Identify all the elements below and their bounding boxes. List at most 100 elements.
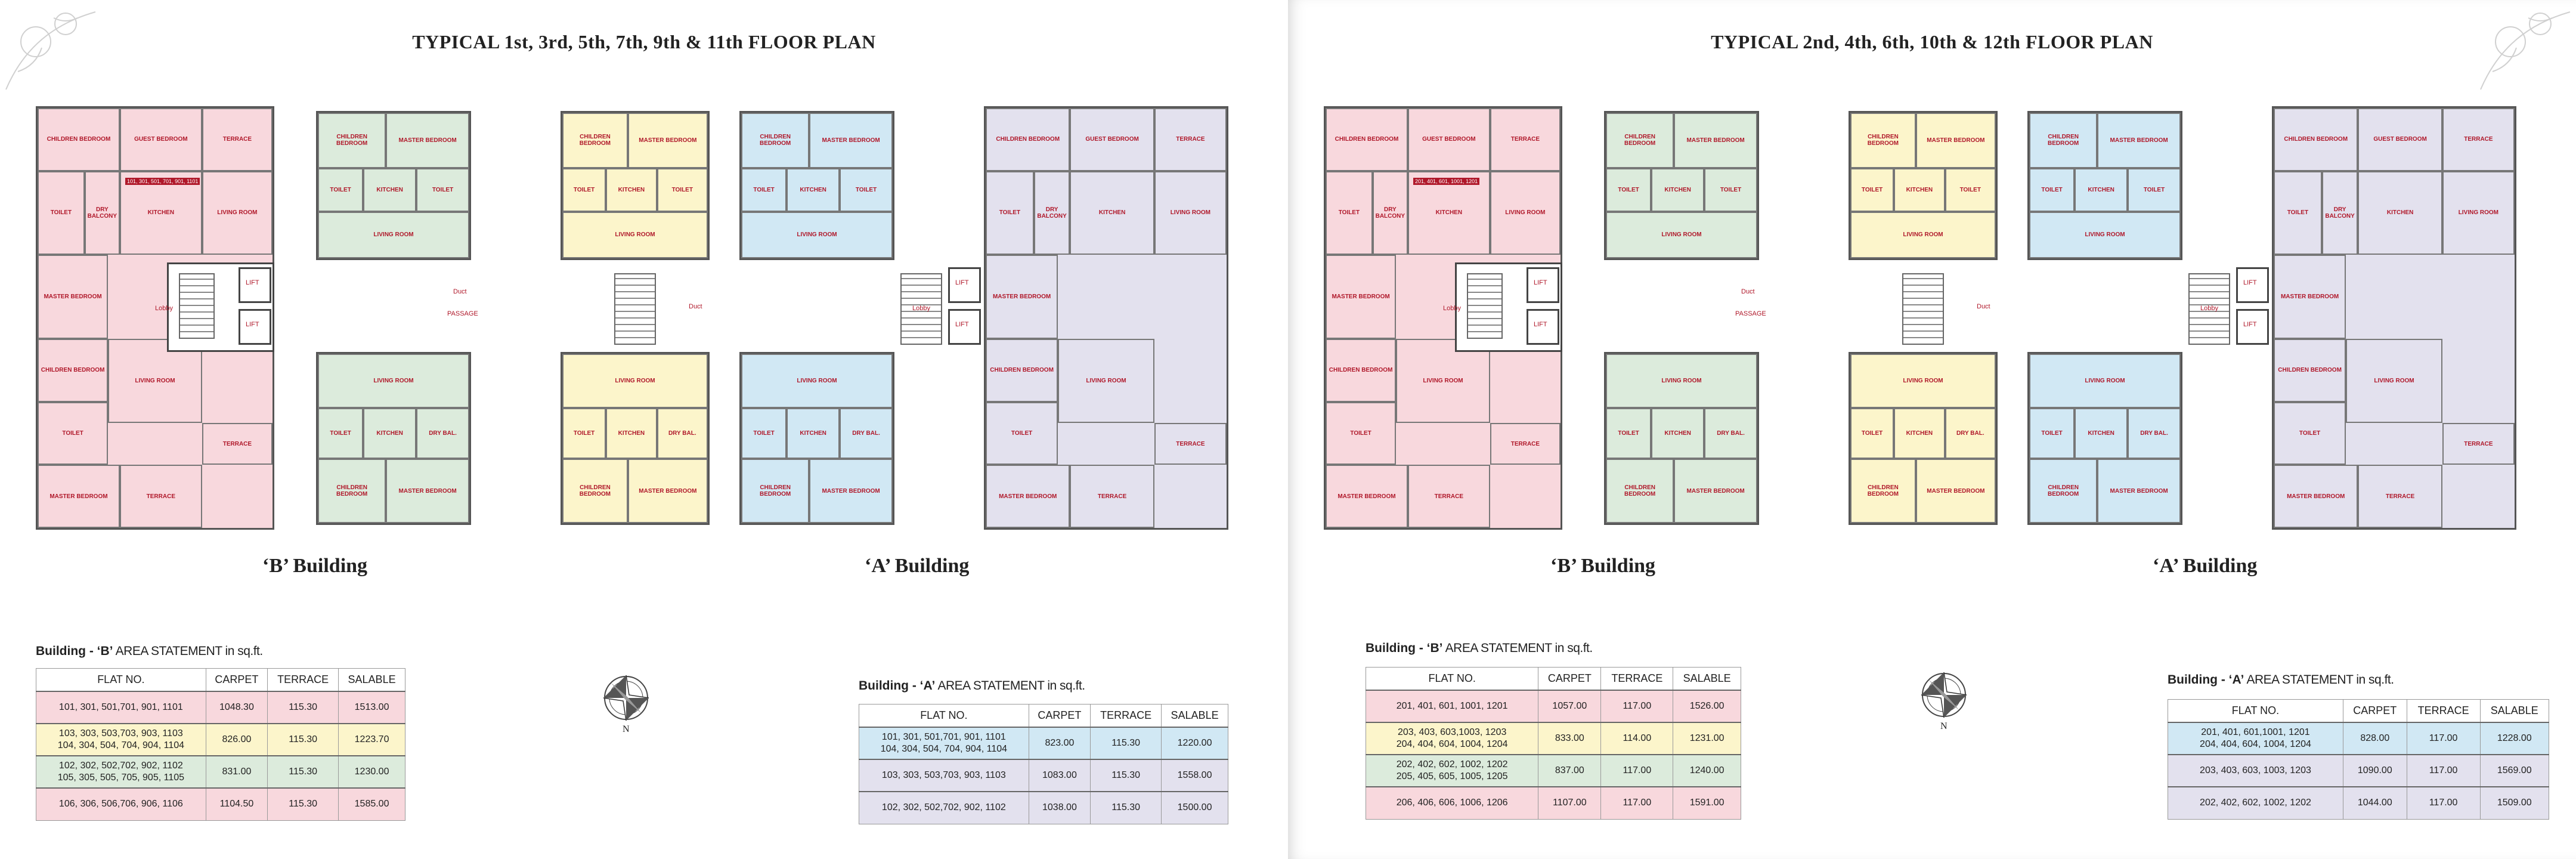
room-children: CHILDREN BEDROOM — [986, 108, 1070, 171]
room-kitchen: KITCHEN — [119, 171, 202, 255]
caption-building: Building - ‘B’ — [36, 644, 113, 658]
room-living: LIVING ROOM — [1154, 171, 1227, 255]
cell-terrace: 115.30 — [267, 723, 339, 756]
room-kitchen: KITCHEN — [787, 407, 840, 459]
room-living: LIVING ROOM — [1396, 339, 1490, 423]
cell-salable: 1585.00 — [338, 787, 405, 821]
cell-flats: 101, 301, 501,701, 901, 1101 104, 304, 5… — [859, 727, 1029, 760]
cell-terrace: 117.00 — [1600, 754, 1674, 787]
lift-label: LIFT — [246, 279, 259, 286]
lift-label: LIFT — [2243, 279, 2257, 286]
room-toilet: TOILET — [1850, 168, 1894, 212]
room-toilet: TOILET — [318, 407, 364, 459]
room-living: LIVING ROOM — [562, 211, 708, 258]
room-toilet: TOILET — [1945, 168, 1996, 212]
building-b-area-table-caption: Building - ‘B’ AREA STATEMENT in sq.ft. — [1366, 641, 1593, 656]
cell-flats: 202, 402, 602, 1002, 1202 — [2168, 786, 2343, 820]
duct-label: Duct — [1977, 303, 1990, 310]
cell-flats: 201, 401, 601,1001, 1201 204, 404, 604, … — [2168, 722, 2343, 755]
room-master: MASTER BEDROOM — [1674, 113, 1757, 168]
room-terrace: TERRACE — [202, 423, 273, 465]
lift-shaft — [239, 267, 271, 303]
cell-flats: 201, 401, 601, 1001, 1201 — [1365, 690, 1539, 723]
lobby-label: Lobby — [1443, 305, 1461, 312]
room-living: LIVING ROOM — [202, 171, 273, 255]
room-living: LIVING ROOM — [1850, 211, 1996, 258]
room-terrace: TERRACE — [2442, 423, 2515, 465]
cell-carpet: 1107.00 — [1538, 786, 1602, 820]
room-children: CHILDREN BEDROOM — [318, 113, 386, 168]
table-row: 103, 303, 503,703, 903, 1103 104, 304, 5… — [36, 723, 405, 756]
room-toilet: TOILET — [657, 168, 708, 212]
room-toilet: TOILET — [38, 171, 85, 255]
cell-salable: 1509.00 — [2479, 786, 2550, 820]
compass-rose-icon — [1920, 671, 1968, 719]
room-master: MASTER BEDROOM — [986, 465, 1070, 528]
cell-carpet: 1083.00 — [1028, 759, 1091, 792]
cell-salable: 1526.00 — [1673, 690, 1741, 723]
room-children: CHILDREN BEDROOM — [562, 113, 628, 168]
cell-terrace: 115.30 — [1090, 791, 1162, 824]
room-living: LIVING ROOM — [1850, 354, 1996, 408]
room-master: MASTER BEDROOM — [386, 113, 469, 168]
room-children: CHILDREN BEDROOM — [741, 459, 810, 523]
cell-terrace: 117.00 — [1600, 786, 1674, 820]
room-toilet: TOILET — [38, 401, 109, 465]
room-toilet: TOILET — [2274, 401, 2346, 465]
room-master: MASTER BEDROOM — [386, 459, 469, 523]
column-header: FLAT NO. — [36, 668, 206, 692]
room-living: LIVING ROOM — [562, 354, 708, 408]
flat-number-tag: 201, 401, 601, 1001, 1201 — [1413, 178, 1480, 185]
room-toilet: TOILET — [318, 168, 364, 212]
cell-carpet: 1038.00 — [1028, 791, 1091, 824]
column-header: CARPET — [1538, 667, 1602, 691]
cell-flats: 101, 301, 501,701, 901, 1101 — [36, 691, 206, 724]
lift-label: LIFT — [2243, 321, 2257, 328]
room-toilet: TOILET — [741, 168, 787, 212]
building-b-label: ‘B’ Building — [262, 555, 368, 577]
staircase-b — [179, 273, 215, 339]
column-header: SALABLE — [1673, 667, 1741, 691]
room-dry-bal: DRY BAL. — [1704, 407, 1757, 459]
cell-terrace: 114.00 — [1600, 722, 1674, 755]
cell-flats: 103, 303, 503,703, 903, 1103 104, 304, 5… — [36, 723, 206, 756]
caption-rest: AREA STATEMENT in sq.ft. — [113, 644, 264, 658]
room-master: MASTER BEDROOM — [1915, 459, 1996, 523]
room-kitchen: KITCHEN — [363, 168, 417, 212]
column-header: CARPET — [205, 668, 268, 692]
room-terrace: TERRACE — [1154, 423, 1227, 465]
room-children: CHILDREN BEDROOM — [1606, 113, 1674, 168]
room-terrace: TERRACE — [119, 465, 202, 528]
room-children: CHILDREN BEDROOM — [2029, 113, 2098, 168]
room-toilet: TOILET — [2029, 168, 2075, 212]
cell-terrace: 117.00 — [2406, 754, 2481, 787]
column-header: TERRACE — [2406, 699, 2481, 723]
room-terrace: TERRACE — [2358, 465, 2442, 528]
cell-carpet: 1090.00 — [2342, 754, 2407, 787]
building-a-area-table-caption: Building - ‘A’ AREA STATEMENT in sq.ft. — [859, 679, 1085, 693]
room-guest: GUEST BEDROOM — [1407, 108, 1490, 171]
room-children: CHILDREN BEDROOM — [1850, 459, 1916, 523]
room-master: MASTER BEDROOM — [38, 255, 109, 339]
table-row: 202, 402, 602, 1002, 1202 205, 405, 605,… — [1365, 754, 1741, 787]
table-row: 102, 302, 502,702, 902, 1102 105, 305, 5… — [36, 755, 405, 789]
room-children: CHILDREN BEDROOM — [741, 113, 810, 168]
room-kitchen: KITCHEN — [2075, 168, 2128, 212]
room-living: LIVING ROOM — [1606, 354, 1757, 408]
lift-label: LIFT — [1534, 279, 1547, 286]
room-toilet: TOILET — [1850, 407, 1894, 459]
cell-salable: 1231.00 — [1673, 722, 1741, 755]
